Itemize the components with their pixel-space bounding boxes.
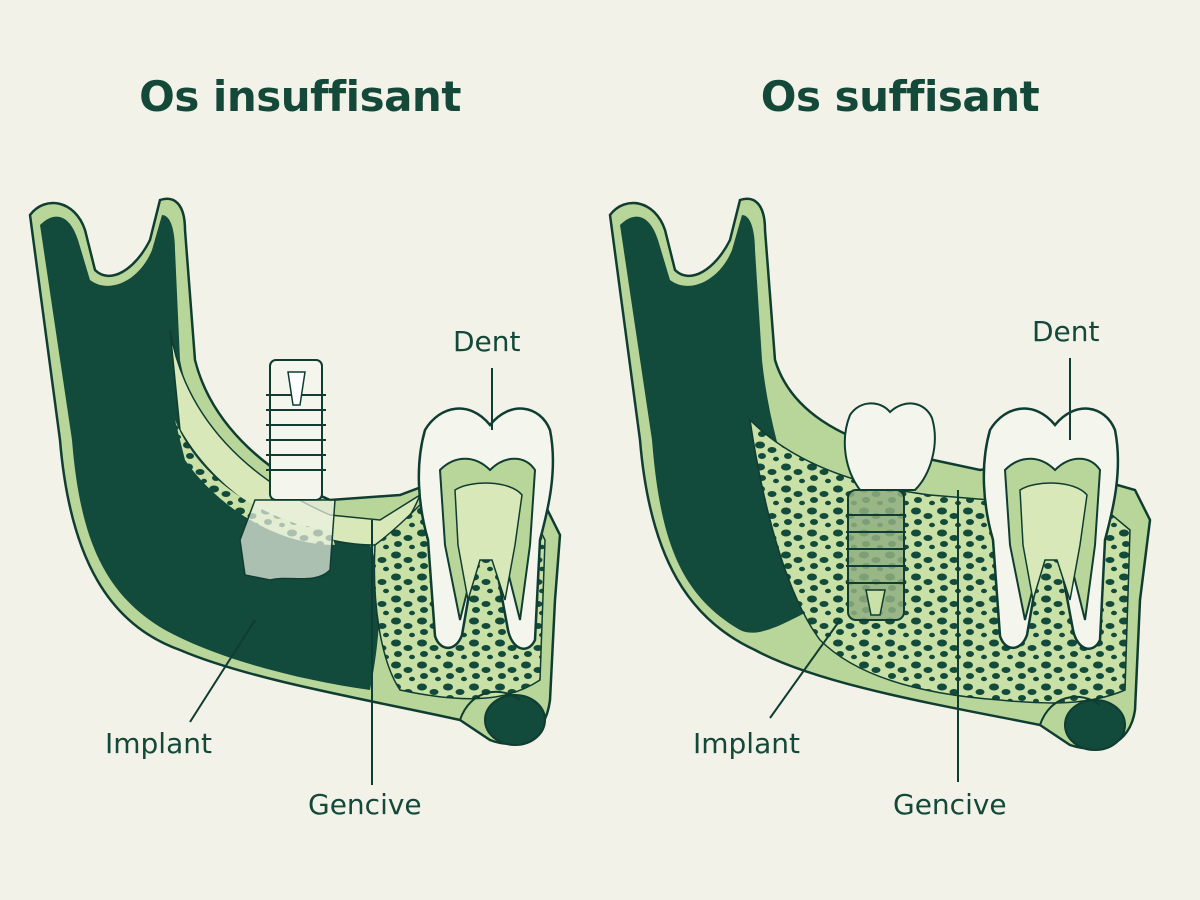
label-implant-right: Implant (693, 727, 800, 760)
panel-title-sufficient-bone: Os suffisant (760, 72, 1040, 121)
leader-implant-left (189, 619, 256, 723)
jaw-right (608, 197, 1152, 782)
tooth-left (417, 407, 555, 650)
label-tooth-right: Dent (1032, 315, 1100, 348)
implant-left (239, 359, 336, 581)
label-gum-left: Gencive (308, 788, 422, 821)
jaw-rim-left (459, 690, 521, 721)
label-tooth-left: Dent (453, 325, 521, 358)
mandibular-canal-right (1064, 699, 1126, 751)
label-gum-right: Gencive (893, 788, 1007, 821)
leader-implant-right (769, 619, 841, 719)
implant-right (843, 402, 936, 621)
mandibular-canal-left (484, 694, 546, 746)
label-implant-left: Implant (105, 727, 212, 760)
jaw-rim-right (1039, 695, 1101, 726)
panel-title-insufficient-bone: Os insuffisant (139, 72, 461, 121)
jaw-left (28, 197, 562, 785)
tooth-right (982, 407, 1120, 650)
